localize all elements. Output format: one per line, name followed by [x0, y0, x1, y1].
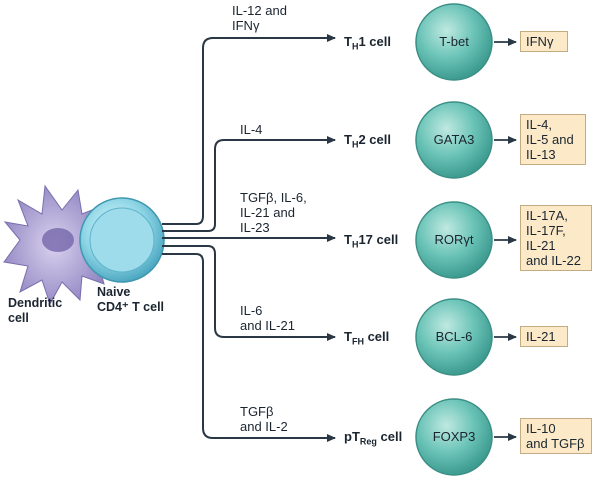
arrow-tfh: [162, 245, 336, 341]
cell-name-ptreg: pTReg cell: [344, 429, 403, 447]
tf-gata3: GATA3: [433, 132, 475, 147]
ptreg-cell: [415, 398, 493, 476]
tf-bcl6: BCL-6: [435, 329, 473, 344]
cytokines-tfh: IL-21: [520, 326, 568, 347]
branch-lines: [162, 34, 336, 442]
cell-name-tfh: TFH cell: [344, 329, 390, 347]
tf-foxp3: FOXP3: [432, 429, 476, 444]
tf-tbet: T-bet: [439, 34, 469, 49]
th17-cell: [415, 201, 493, 279]
tfh-cell: [415, 298, 493, 376]
arrow-ptreg: [162, 253, 336, 442]
condition-th2: IL-4: [240, 122, 263, 137]
cytokines-th1: IFNγ: [520, 31, 568, 52]
secretion-arrows: [494, 38, 517, 441]
cell-name-th1: TH1 cell: [344, 34, 391, 52]
cell-name-th17: TH17 cell: [344, 232, 399, 250]
arrow-th1: [162, 34, 336, 225]
cell-name-th2: TH2 cell: [344, 132, 391, 150]
arrow-th2: [162, 136, 336, 232]
th2-cell: [415, 101, 493, 179]
effector-cells: [415, 3, 493, 476]
naive-cd4-t-cell: [79, 197, 165, 283]
th1-cell: [415, 3, 493, 81]
tf-ror-gamma-t: RORγt: [434, 232, 474, 247]
